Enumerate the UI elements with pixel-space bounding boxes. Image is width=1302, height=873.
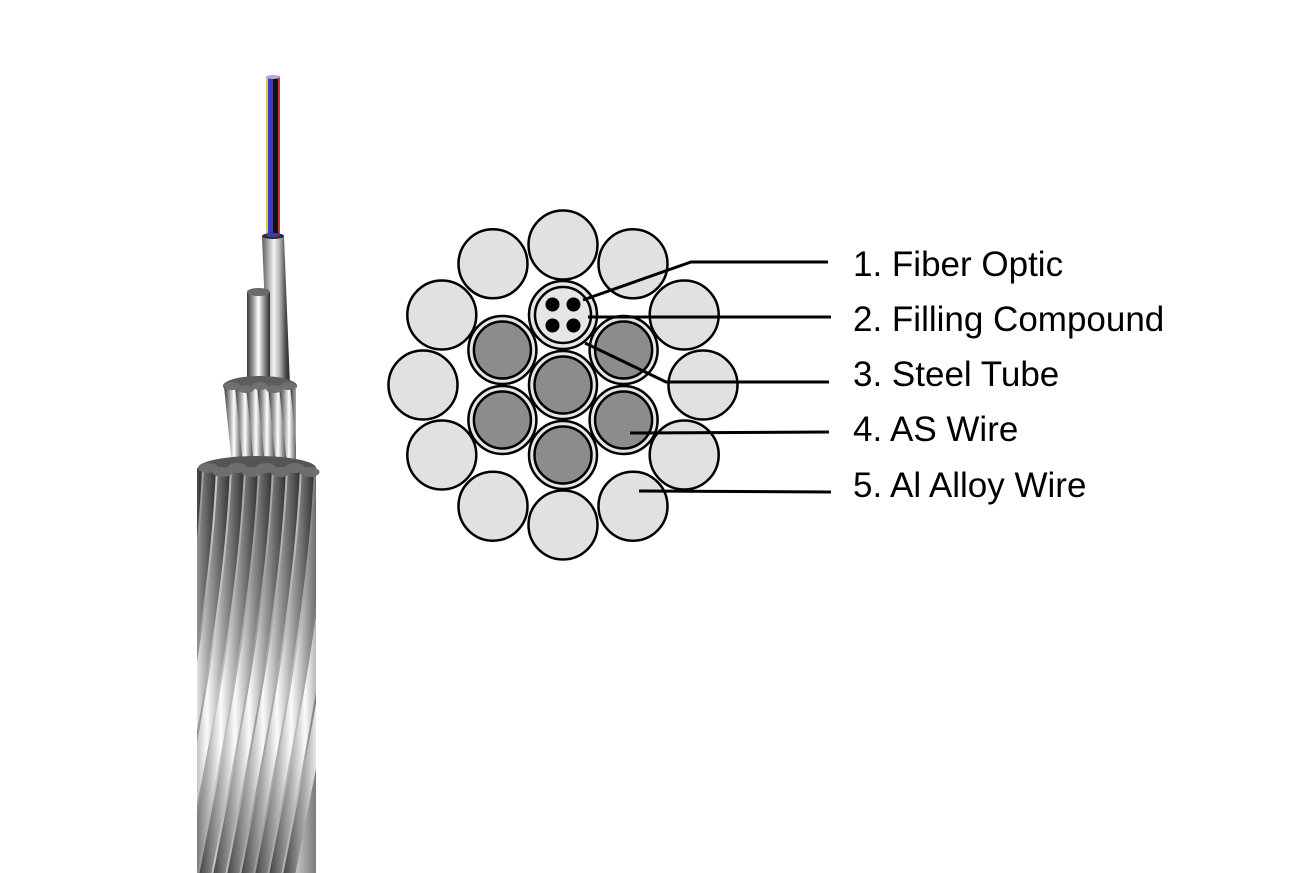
label-al-alloy-wire: 5. Al Alloy Wire [853, 466, 1086, 505]
al-alloy-wire [457, 228, 529, 300]
label-steel-tube: 3. Steel Tube [853, 355, 1059, 394]
al-alloy-strand [114, 468, 188, 873]
as-strand [279, 386, 296, 466]
as-wire [527, 349, 599, 421]
steel-tube-section [527, 279, 599, 351]
cable-cross-section [387, 209, 739, 561]
al-alloy-strand [58, 468, 132, 873]
al-alloy-strand [197, 468, 230, 732]
al-alloy-strand [197, 468, 216, 650]
strand-end [224, 382, 240, 390]
al-alloy-wire [457, 470, 529, 542]
leader-line-al-alloy-wire [638, 489, 832, 494]
al-alloy-strand [241, 468, 314, 873]
al-alloy-strand [197, 468, 258, 873]
al-alloy-strand [227, 468, 300, 873]
label-as-wire: 4. AS Wire [853, 410, 1018, 449]
al-alloy-wire [667, 349, 739, 421]
al-alloy-wire-ring [387, 209, 739, 561]
as-wire [527, 419, 599, 491]
as-strand [224, 386, 244, 466]
al-alloy-wire [387, 349, 459, 421]
leader-line-fiber-optic [582, 260, 828, 302]
al-alloy-strand [283, 703, 316, 873]
al-alloy-wire [648, 279, 720, 351]
al-alloy-wire [648, 419, 720, 491]
fiber-bundle [266, 75, 280, 236]
filling-compound [533, 285, 593, 345]
as-strand [235, 386, 255, 466]
as-wire-ring [467, 314, 659, 491]
optical-fiber [566, 297, 581, 312]
optical-fiber [545, 297, 560, 312]
leader-lines [582, 260, 832, 494]
legend-labels: 1. Fiber Optic 2. Filling Compound 3. St… [853, 245, 1164, 505]
strand-end [299, 467, 320, 477]
al-alloy-wire [527, 489, 599, 561]
cable-illustration [44, 75, 320, 873]
label-filling-compound: 2. Filling Compound [853, 300, 1164, 339]
as-strand [257, 386, 277, 466]
strand-end [252, 382, 268, 390]
al-alloy-wire [527, 209, 599, 281]
strand-end [266, 385, 282, 393]
al-alloy-strand [255, 468, 316, 873]
optical-fiber [566, 318, 581, 333]
al-alloy-strand [44, 468, 118, 873]
label-fiber-optic: 1. Fiber Optic [853, 245, 1063, 284]
inner-strand-layer [223, 376, 297, 466]
strand-end [238, 385, 254, 393]
as-wire [467, 384, 538, 456]
al-alloy-strand [86, 468, 160, 873]
al-alloy-strand [213, 468, 286, 873]
as-strand [268, 386, 288, 466]
al-alloy-wire [597, 228, 669, 300]
al-alloy-strand [100, 468, 174, 873]
as-wire [467, 314, 538, 386]
strand-end [280, 382, 296, 390]
optical-fiber [545, 318, 560, 333]
leader-line-as-wire [629, 430, 830, 435]
al-alloy-strand [199, 468, 272, 873]
al-alloy-strand [197, 468, 244, 805]
al-alloy-strand [72, 468, 146, 873]
al-alloy-wire [406, 419, 478, 491]
leader-line-steel-tube [584, 341, 829, 384]
as-wire [588, 384, 659, 456]
al-alloy-strand [197, 468, 202, 539]
al-alloy-wire [406, 279, 478, 351]
al-alloy-wire [597, 470, 669, 542]
as-strand [290, 386, 296, 446]
as-wire [588, 314, 659, 386]
as-wire-3d [247, 288, 270, 387]
outer-strand-layer [44, 456, 320, 873]
as-strand [246, 386, 266, 466]
